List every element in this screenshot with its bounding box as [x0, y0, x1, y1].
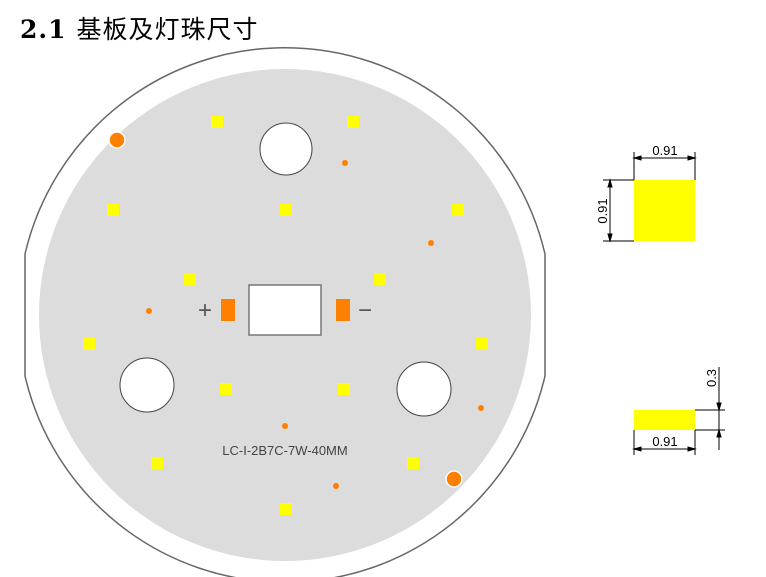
- side-width-label: 0.91: [652, 434, 677, 449]
- led-side-rect: [634, 410, 695, 430]
- led-chip: [476, 338, 488, 350]
- top-width-label: 0.91: [652, 143, 677, 158]
- pcb-board: + − LC-I-2B7C-7W-40MM: [24, 47, 546, 577]
- via-dot: [146, 308, 152, 314]
- mounting-hole-right: [396, 361, 452, 417]
- led-side-view: 0.91 0.3: [632, 367, 725, 455]
- led-chip: [184, 273, 196, 285]
- via-dot: [342, 160, 348, 166]
- led-chip: [211, 116, 223, 128]
- via-dot: [478, 405, 484, 411]
- section-title: 2.1 基板及灯珠尺寸: [20, 10, 259, 46]
- fiducial-large: [108, 131, 126, 149]
- mounting-hole-left: [119, 357, 175, 413]
- led-chip: [407, 457, 419, 469]
- section-number: 2.1: [20, 15, 67, 44]
- led-top-view: 0.91 0.91: [595, 143, 697, 243]
- led-chip: [374, 273, 386, 285]
- led-chip: [107, 204, 119, 216]
- via-dot: [282, 423, 288, 429]
- section-title-text: 基板及灯珠尺寸: [76, 15, 259, 44]
- board-label: LC-I-2B7C-7W-40MM: [222, 443, 347, 458]
- side-thickness-label: 0.3: [704, 369, 719, 387]
- top-height-label: 0.91: [595, 198, 610, 223]
- led-chip: [83, 338, 95, 350]
- led-chip: [347, 116, 359, 128]
- led-top-square: [634, 180, 695, 241]
- via-dot: [333, 483, 339, 489]
- led-chip: [151, 457, 163, 469]
- minus-label: −: [358, 297, 372, 324]
- fiducial-large: [445, 470, 463, 488]
- mounting-hole-top: [259, 122, 313, 176]
- led-chip: [220, 383, 232, 395]
- via-dot: [428, 240, 434, 246]
- connector-window: [248, 284, 322, 336]
- led-chip: [280, 503, 292, 515]
- pad-positive: [221, 299, 235, 321]
- led-chip: [452, 204, 464, 216]
- pad-negative: [336, 299, 350, 321]
- plus-label: +: [198, 297, 212, 324]
- led-chip: [338, 383, 350, 395]
- led-chip: [280, 204, 292, 216]
